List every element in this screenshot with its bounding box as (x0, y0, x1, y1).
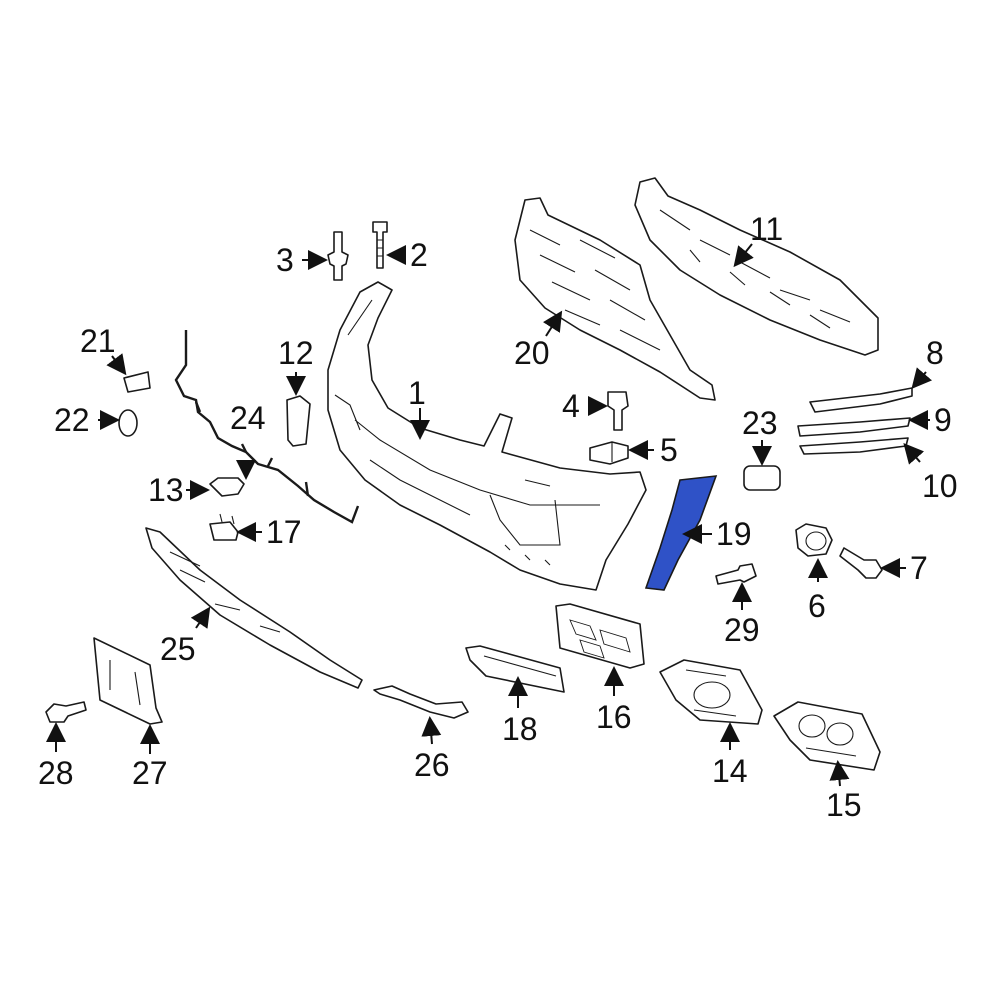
part-9-trim-strip[interactable] (797, 417, 911, 437)
part-6-sensor-housing[interactable] (795, 523, 833, 557)
part-21-clip[interactable] (123, 371, 151, 393)
part-15-fog-lamp-bezel[interactable] (773, 701, 881, 771)
callout-7: 7 (910, 550, 928, 586)
callout-8: 8 (926, 335, 944, 371)
part-25-lower-spoiler[interactable] (145, 527, 363, 689)
part-8-trim-strip[interactable] (809, 387, 913, 413)
callout-2: 2 (410, 237, 428, 273)
part-29-stud[interactable] (715, 563, 757, 585)
part-2-bolt[interactable] (372, 221, 388, 269)
callout-29: 29 (724, 612, 760, 648)
callout-14: 14 (712, 753, 748, 789)
part-22-seal-ring[interactable] (118, 409, 138, 437)
part-10-trim-strip[interactable] (799, 437, 909, 455)
callout-23: 23 (742, 405, 778, 441)
part-26-lower-molding[interactable] (373, 685, 469, 719)
callout-20: 20 (514, 335, 550, 371)
callout-27: 27 (132, 755, 168, 791)
part-27-plate-bracket[interactable] (93, 637, 163, 725)
part-11-impact-absorber[interactable] (634, 177, 879, 356)
part-1-bumper-cover[interactable] (327, 281, 647, 591)
part-28-bolt[interactable] (45, 701, 87, 723)
callout-26: 26 (414, 747, 450, 783)
part-24-wiring-harness[interactable] (174, 330, 360, 524)
callout-10: 10 (922, 468, 958, 504)
callout-leaders (46, 243, 933, 787)
callout-21: 21 (80, 323, 116, 359)
callout-24: 24 (230, 400, 266, 436)
callout-9: 9 (934, 402, 952, 438)
part-7-bolt[interactable] (839, 547, 883, 579)
callout-3: 3 (276, 242, 294, 278)
part-4-bolt[interactable] (607, 391, 629, 431)
part-20-mounting-bracket[interactable] (514, 197, 716, 401)
part-14-fog-lamp-bezel[interactable] (659, 659, 763, 725)
part-3-push-pin[interactable] (327, 231, 349, 281)
callout-1: 1 (408, 375, 426, 411)
callout-13: 13 (148, 472, 184, 508)
part-5-retainer[interactable] (589, 441, 629, 465)
callout-22: 22 (54, 402, 90, 438)
callout-25: 25 (160, 631, 196, 667)
part-18-grille-insert[interactable] (465, 645, 565, 693)
callout-16: 16 (596, 699, 632, 735)
callout-17: 17 (266, 514, 302, 550)
callout-5: 5 (660, 432, 678, 468)
part-23-sensor-pad[interactable] (743, 465, 781, 491)
part-12-bracket[interactable] (286, 395, 311, 447)
part-16-grille[interactable] (555, 603, 645, 669)
callout-11: 11 (750, 211, 783, 247)
callout-12: 12 (278, 335, 314, 371)
callout-28: 28 (38, 755, 74, 791)
part-19-trim-panel[interactable] (644, 475, 718, 591)
callout-19: 19 (716, 516, 752, 552)
callout-18: 18 (502, 711, 538, 747)
callout-4: 4 (562, 388, 580, 424)
part-13-sensor[interactable] (209, 477, 245, 497)
callout-15: 15 (826, 787, 862, 823)
callout-6: 6 (808, 588, 826, 624)
callout-labels: 1 2 3 4 5 6 7 8 9 10 11 12 13 14 15 16 1… (38, 211, 958, 823)
part-17-sensor-holder[interactable] (209, 513, 239, 541)
